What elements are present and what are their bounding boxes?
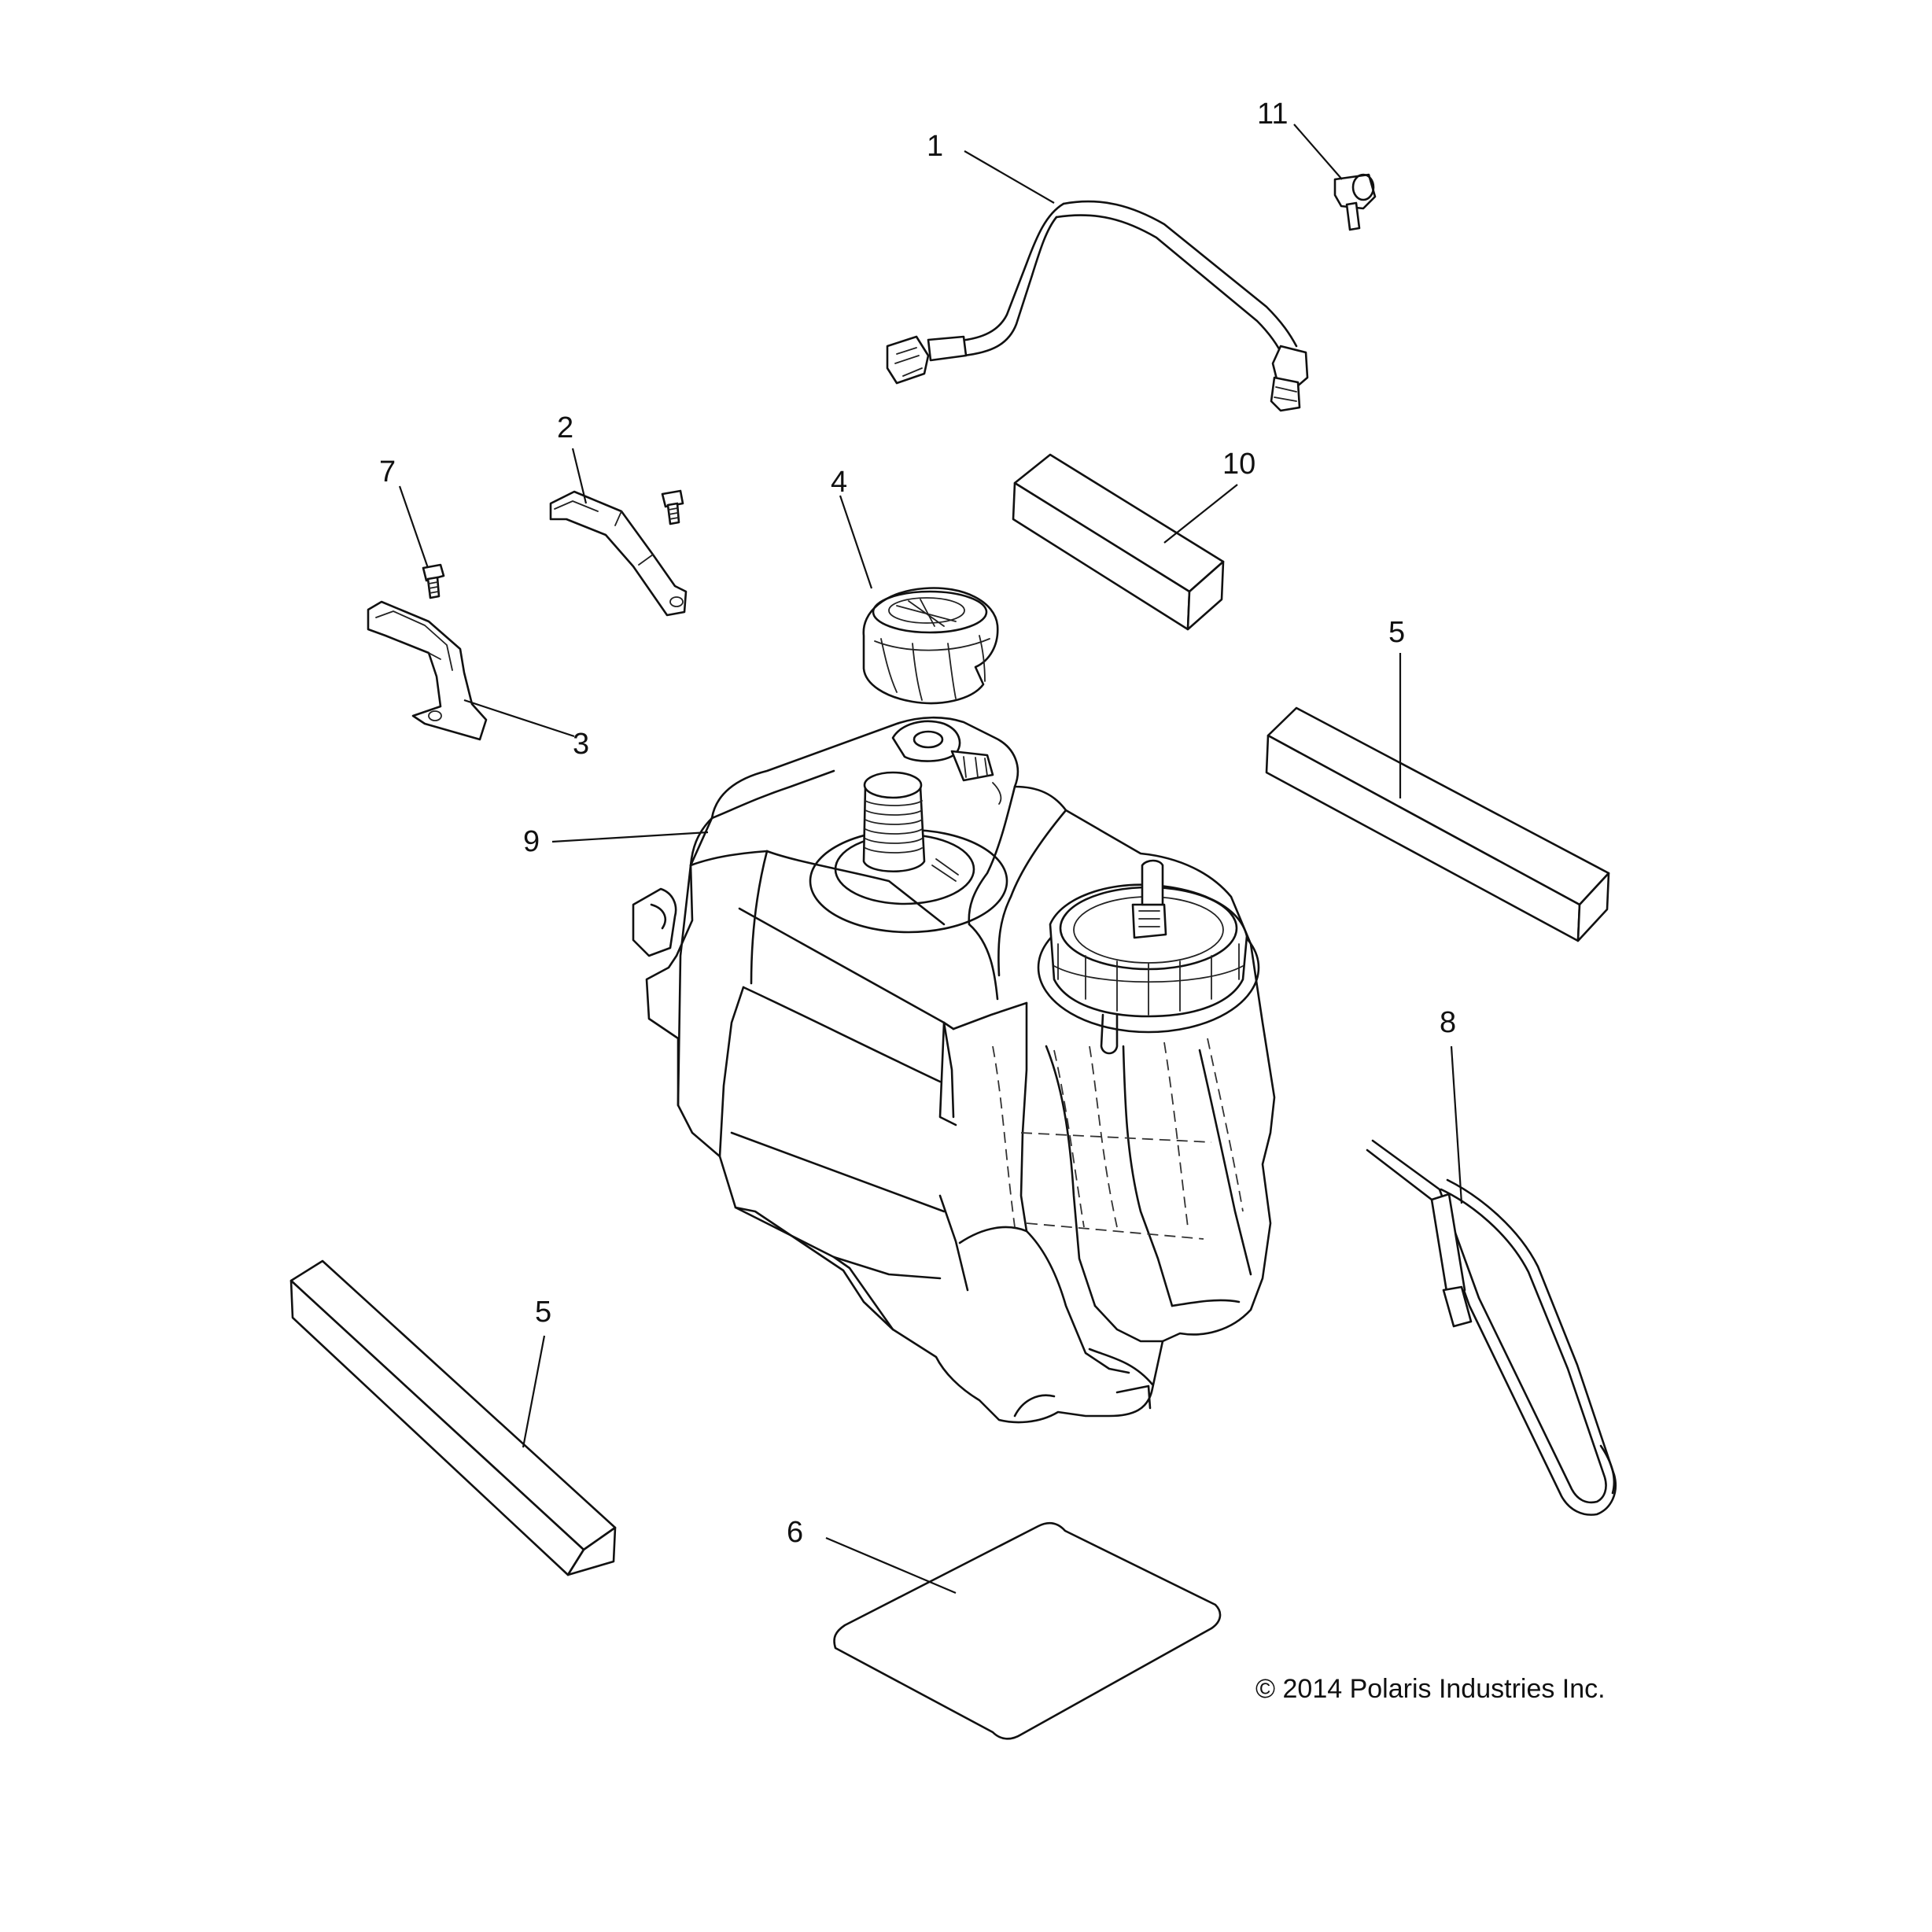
leader-5-lower — [522, 1335, 546, 1448]
part-7-bolt-a — [422, 563, 445, 599]
leader-8 — [1450, 1045, 1463, 1204]
callout-labels: 1 11 2 7 4 10 3 5 9 8 5 6 — [379, 98, 1456, 1549]
part-7-bolt-b — [661, 489, 684, 525]
callout-10: 10 — [1222, 448, 1255, 481]
leader-9 — [551, 831, 709, 843]
callout-6: 6 — [787, 1516, 803, 1549]
part-8-vent-hose — [1366, 1139, 1617, 1516]
callout-4: 4 — [831, 466, 847, 499]
callout-1: 1 — [927, 130, 943, 163]
part-10-foam-block — [1012, 453, 1225, 631]
part-5-foam-block-lower — [289, 1259, 617, 1576]
leader-11 — [1293, 124, 1343, 180]
part-5-foam-block-upper — [1265, 706, 1610, 942]
copyright-notice: © 2014 Polaris Industries Inc. — [1255, 1674, 1606, 1704]
leader-4 — [839, 495, 873, 589]
callout-7: 7 — [379, 455, 396, 489]
leader-10 — [1163, 484, 1238, 544]
part-4-fuel-cap — [862, 587, 999, 705]
part-2-bracket — [549, 490, 688, 617]
callout-5-upper: 5 — [1388, 616, 1405, 649]
callout-3: 3 — [573, 728, 589, 761]
part-9-fuel-tank — [632, 716, 1276, 1424]
leader-3 — [463, 699, 575, 738]
part-11-clip — [1333, 173, 1377, 231]
callout-2: 2 — [557, 411, 573, 444]
leader-1 — [964, 150, 1055, 204]
leader-2 — [571, 448, 588, 504]
callout-8: 8 — [1440, 1006, 1456, 1039]
leader-6 — [825, 1536, 957, 1595]
part-6-pad — [833, 1521, 1222, 1740]
part-1-fuel-line — [886, 200, 1309, 412]
callout-11: 11 — [1257, 98, 1288, 131]
leader-7 — [398, 485, 430, 569]
callout-9: 9 — [523, 825, 540, 858]
part-3-bracket — [367, 600, 488, 741]
callout-5-lower: 5 — [535, 1296, 551, 1329]
leader-lines — [398, 124, 1463, 1595]
